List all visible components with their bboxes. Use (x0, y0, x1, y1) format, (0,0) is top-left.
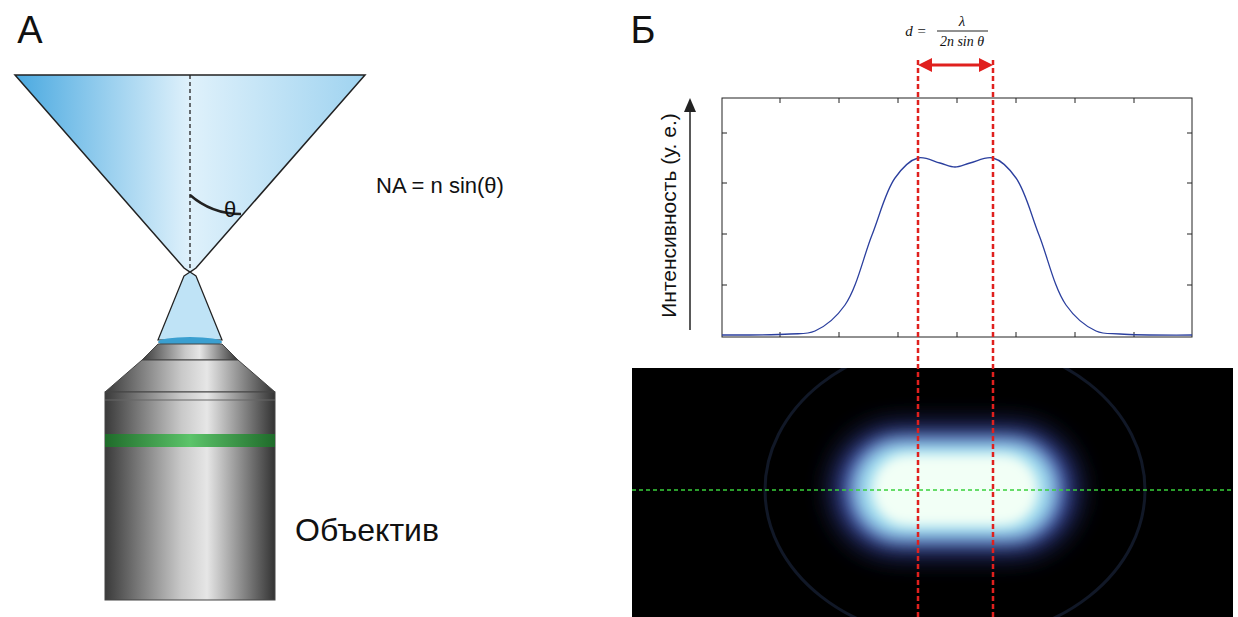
axis-label: Интенсивность (у. е.) (657, 113, 678, 317)
intensity-plot (684, 98, 1192, 337)
angle-label: θ (224, 199, 236, 221)
formula-label: λ (959, 14, 966, 29)
panel-letter: А (17, 11, 42, 49)
part-label: Объектив (295, 514, 439, 546)
formula-label: 2n sin θ (940, 35, 984, 49)
light-cone (15, 75, 365, 340)
formula-label: d = (905, 24, 926, 39)
objective-lens (105, 337, 275, 600)
panel-letter: Б (631, 11, 656, 49)
distance-marker (918, 31, 993, 617)
formula-label: NA = n sin(θ) (376, 175, 504, 197)
psf-image (632, 340, 1233, 617)
